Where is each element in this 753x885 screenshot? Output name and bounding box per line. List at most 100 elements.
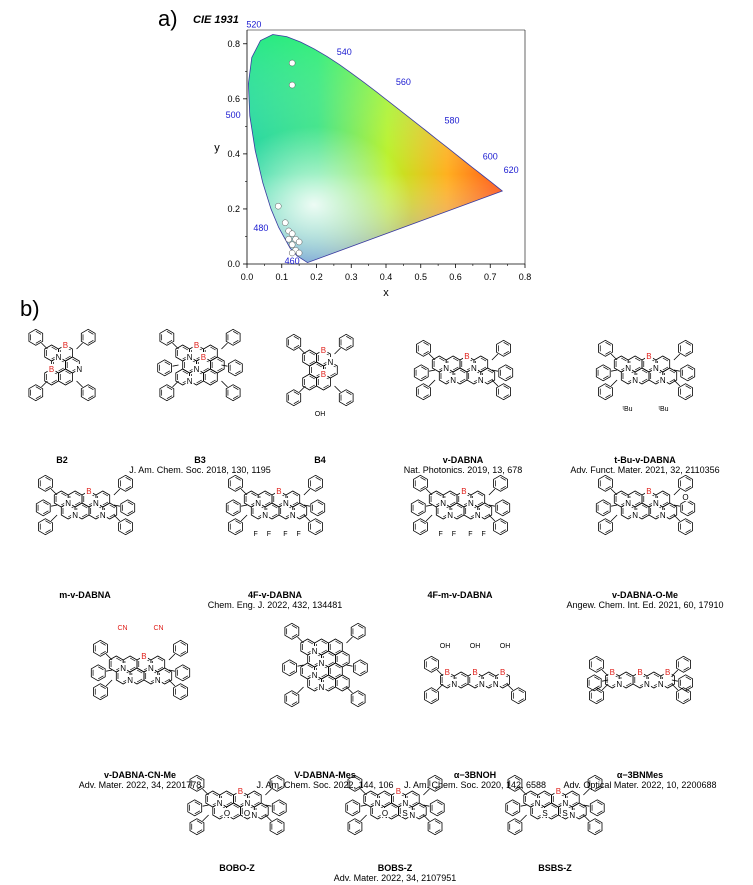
bond [360, 788, 367, 796]
double-bond [335, 673, 341, 678]
double-bond [594, 786, 601, 790]
bond [520, 804, 527, 807]
double-bond [124, 520, 131, 524]
double-bond [65, 379, 71, 384]
nitrogen-atom: N [328, 358, 334, 367]
double-bond [437, 801, 443, 806]
double-bond [234, 520, 241, 524]
ring [189, 774, 205, 792]
double-bond [419, 804, 425, 809]
double-bond [342, 661, 348, 666]
ring [492, 518, 508, 536]
double-bond [604, 520, 611, 524]
double-bond [182, 346, 189, 351]
double-bond [233, 813, 239, 818]
double-bond [431, 698, 437, 702]
double-bond [81, 504, 87, 509]
double-bond [293, 345, 300, 349]
double-bond [357, 692, 364, 696]
boron-atom-bg [192, 340, 201, 349]
ring [37, 474, 53, 492]
double-bond [669, 378, 675, 383]
double-bond [81, 513, 87, 518]
double-bond [264, 492, 270, 497]
double-bond [292, 492, 298, 497]
bond [520, 788, 527, 796]
boron-atom-bg [644, 351, 653, 360]
x-tick-label: 0.8 [519, 272, 532, 282]
compound-reference: Angew. Chem. Int. Ed. 2021, 60, 17910 [566, 600, 724, 610]
bond [360, 814, 367, 822]
ring [203, 368, 218, 386]
oxygen-atom: O [382, 809, 388, 818]
double-bond [346, 400, 352, 404]
fluorine-label: F [266, 531, 270, 538]
ring [679, 364, 695, 382]
double-bond [115, 657, 122, 662]
double-bond [499, 477, 506, 481]
double-bond [604, 351, 611, 355]
ring [37, 518, 53, 536]
double-bond [321, 640, 327, 645]
molecule-3: BBBNOH [286, 333, 354, 418]
bond [488, 504, 495, 507]
double-bond [35, 340, 42, 344]
bond [297, 664, 304, 667]
data-point [285, 235, 292, 243]
ring [90, 664, 106, 682]
ring [595, 364, 611, 382]
double-bond [279, 810, 285, 815]
double-bond [109, 513, 115, 518]
double-bond [449, 492, 455, 497]
double-bond [276, 829, 283, 833]
fluorine-label: F [438, 531, 442, 538]
double-bond [685, 676, 692, 681]
ring [172, 683, 188, 701]
ring [587, 818, 603, 836]
double-bond [572, 801, 578, 806]
double-bond [422, 351, 429, 355]
double-bond [487, 369, 493, 374]
nitrogen-atom-bg [243, 798, 252, 807]
ring [679, 499, 695, 517]
ring [338, 389, 354, 407]
ring [678, 674, 693, 692]
compound-name: α−3BNMes [616, 770, 664, 780]
double-bond [166, 395, 173, 399]
bond [506, 683, 514, 691]
double-bond [604, 394, 611, 398]
ring [507, 774, 523, 792]
bond [168, 669, 175, 672]
boron-atom: B [610, 668, 615, 677]
double-bond [289, 661, 296, 666]
double-bond [42, 510, 49, 515]
bond [221, 342, 228, 350]
compound-name: v-DABNA-CN-Me [104, 770, 176, 780]
bond [610, 369, 617, 372]
boron-atom-bg [608, 667, 617, 676]
double-bond [604, 385, 611, 389]
nitrogen-atom: N [440, 499, 446, 508]
bond [113, 504, 120, 507]
double-bond [276, 820, 283, 824]
double-bond [641, 378, 647, 383]
ring [507, 818, 523, 836]
double-bond [488, 673, 495, 678]
boron-atom-bg [319, 369, 328, 378]
bond [113, 488, 120, 496]
bond [168, 653, 175, 661]
ring [157, 359, 172, 377]
ring [427, 818, 443, 836]
compound-reference: J. Am. Chem. Soc. 2022, 144, 106 [256, 780, 394, 790]
bond [610, 353, 617, 361]
double-bond [437, 810, 443, 815]
nitrogen-atom-bg [491, 679, 500, 688]
ring [225, 384, 241, 402]
ring [427, 774, 443, 792]
double-bond [604, 342, 611, 346]
ring [316, 373, 331, 391]
ring [345, 799, 361, 817]
double-bond [74, 492, 80, 497]
